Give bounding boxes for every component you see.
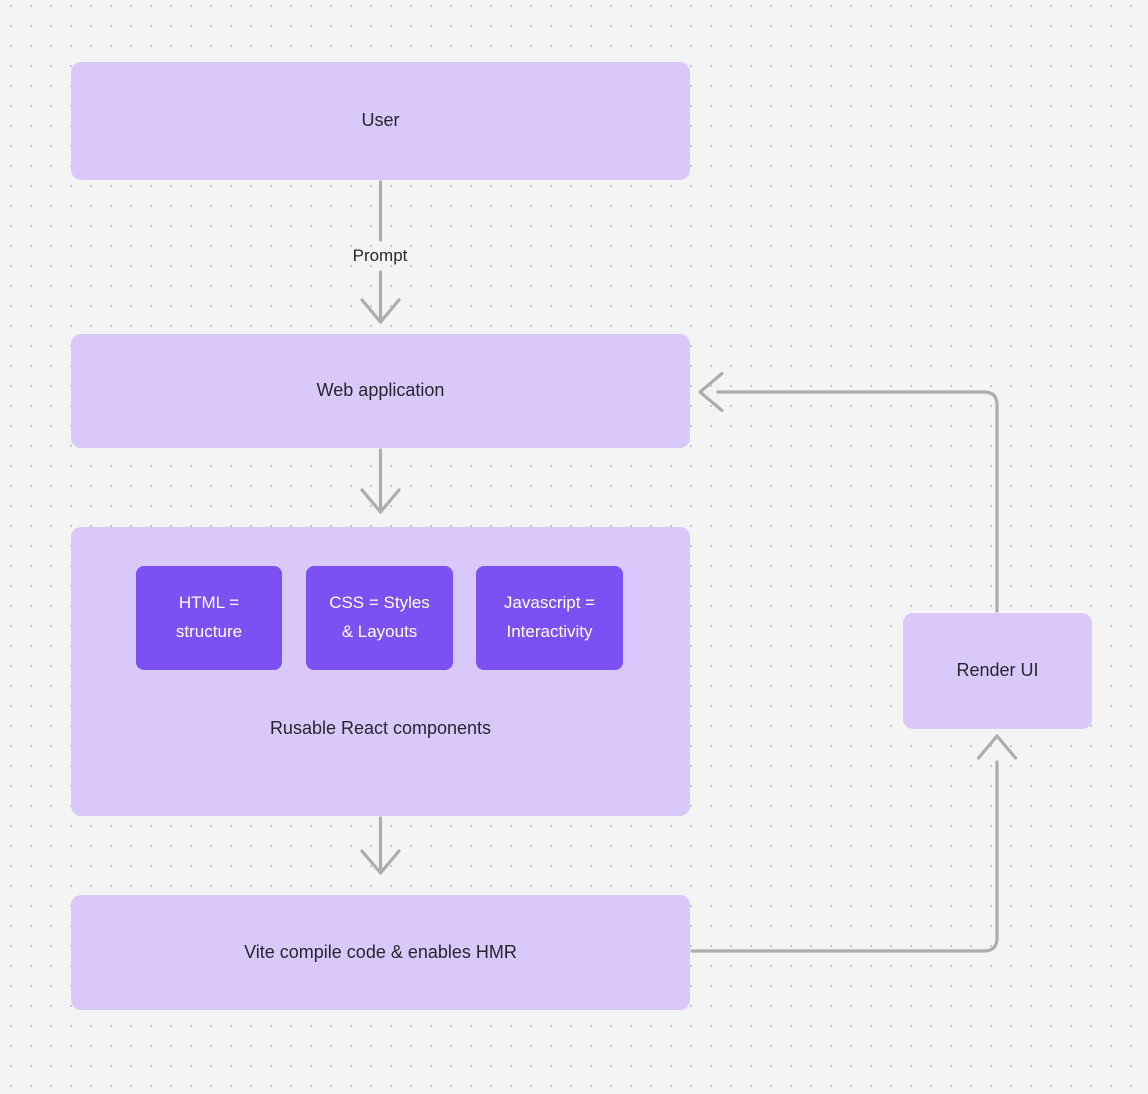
chip-javascript-label: Javascript = Interactivity (503, 593, 596, 641)
node-vite-compile[interactable]: Vite compile code & enables HMR (71, 895, 690, 1010)
node-user-label: User (361, 110, 400, 131)
edge-webapp-to-components (360, 448, 401, 514)
edge-vite-to-render (690, 734, 1018, 953)
node-render-ui[interactable]: Render UI (903, 613, 1092, 729)
chip-javascript[interactable]: Javascript = Interactivity (476, 566, 623, 670)
edge-label-prompt: Prompt (352, 246, 408, 265)
chip-html-label: HTML = structure (175, 593, 243, 641)
edge-render-to-webapp (698, 371, 999, 613)
chip-css[interactable]: CSS = Styles & Layouts (306, 566, 453, 670)
edge-components-to-vite (360, 816, 401, 875)
chip-html[interactable]: HTML = structure (136, 566, 282, 670)
node-render-ui-label: Render UI (956, 660, 1039, 681)
node-web-application[interactable]: Web application (71, 334, 690, 448)
node-vite-compile-label: Vite compile code & enables HMR (244, 941, 517, 962)
node-reusable-react-components[interactable]: HTML = structure CSS = Styles & Layouts … (71, 527, 690, 816)
node-web-application-label: Web application (316, 380, 445, 401)
node-reusable-react-components-caption: Rusable React components (269, 718, 492, 738)
chip-css-label: CSS = Styles & Layouts (329, 593, 430, 641)
node-user[interactable]: User (71, 62, 690, 180)
